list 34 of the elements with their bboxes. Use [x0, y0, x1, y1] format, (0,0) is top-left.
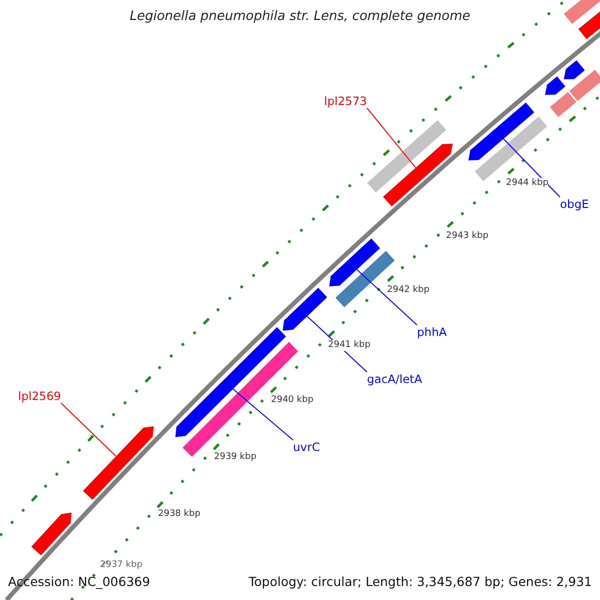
gene-feature: [329, 238, 380, 286]
gene-label: gacA/letA: [367, 372, 422, 386]
tick-label: 2937 kbp: [100, 560, 142, 571]
gene-bar: [569, 70, 600, 101]
leader-line: [366, 108, 416, 168]
tick-label: 2939 kbp: [214, 452, 256, 463]
leader-line: [60, 402, 116, 457]
gene-bar: [564, 0, 600, 24]
tick-label: 2942 kbp: [387, 285, 430, 296]
leader-line: [356, 269, 418, 326]
map-title: Legionella pneumophila str. Lens, complete genome: [130, 9, 470, 24]
gene-feature: [468, 102, 534, 160]
gene-label: obgE: [560, 197, 589, 211]
leader-line: [502, 138, 560, 198]
tick-label: 2938 kbp: [158, 509, 200, 520]
gene-feature: [82, 426, 154, 500]
gene-feature: [564, 60, 585, 80]
gene-bar: [367, 120, 446, 192]
accession-text: Accession: NC_006369: [8, 574, 150, 590]
leader-line: [232, 388, 294, 440]
gene-label: lpl2569: [18, 389, 61, 403]
gene-label: lpl2573: [324, 94, 367, 108]
gene-feature: [545, 76, 566, 95]
tick-label: 2944 kbp: [506, 178, 548, 189]
gene-bar: [550, 92, 576, 118]
tick-label: 2943 kbp: [446, 231, 488, 242]
gene-feature: [31, 512, 72, 556]
genome-stats-text: Topology: circular; Length: 3,345,687 bp; Genes: 2,931: [248, 574, 592, 590]
gene-label: phhA: [417, 325, 447, 339]
tick-label: 2941 kbp: [328, 340, 370, 351]
gene-feature: [282, 288, 328, 331]
tick-label: 2940 kbp: [271, 395, 314, 406]
gene-label: uvrC: [293, 440, 320, 454]
gene-feature: [383, 144, 453, 206]
